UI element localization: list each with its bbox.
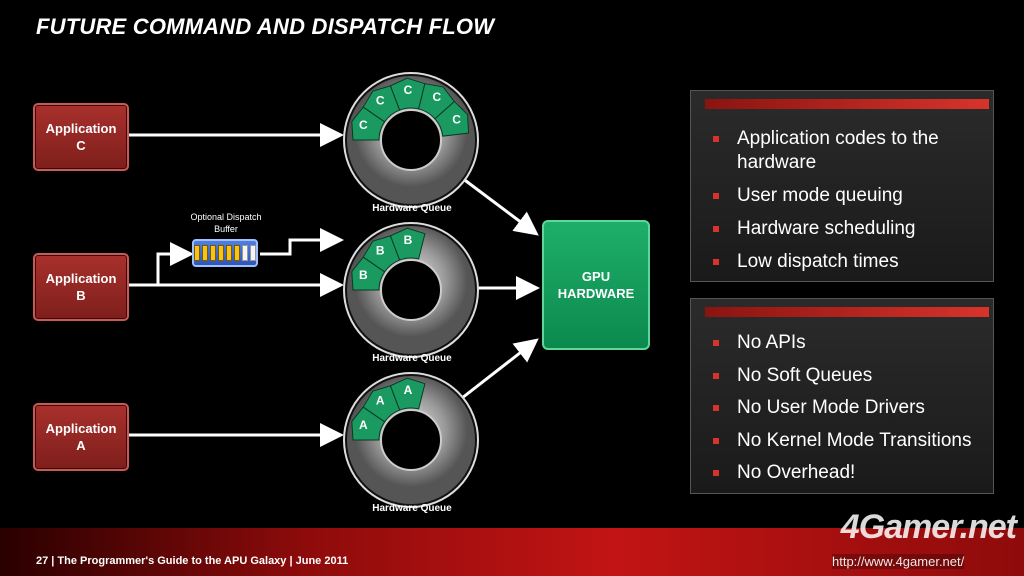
queue-segment (389, 77, 426, 111)
benefits-panel: Application codes to the hardware User m… (690, 90, 994, 282)
benefit-item: Low dispatch times (709, 250, 993, 274)
queue-b-label: Hardware Queue (372, 353, 452, 364)
queue-segment-letter: A (404, 383, 413, 397)
queue-segment (351, 406, 386, 441)
queue-segment-letter: C (452, 112, 461, 126)
buffer-cell (210, 245, 216, 261)
buffer-cell (234, 245, 240, 261)
gpu-label-2: HARDWARE (557, 286, 635, 301)
removal-item: No Kernel Mode Transitions (709, 429, 993, 453)
footer-text: 27 | The Programmer's Guide to the APU G… (36, 555, 349, 567)
queue-segment (389, 377, 426, 411)
benefit-item: User mode queuing (709, 184, 993, 208)
queue-segment-letter: C (433, 90, 442, 104)
optional-dispatch-buffer (192, 239, 258, 267)
benefit-item: Application codes to the hardware (709, 127, 993, 175)
queue-b-ring: BBB (343, 222, 479, 358)
application-a-label-1: Application (45, 421, 117, 436)
watermark-url: http://www.4gamer.net/ (832, 554, 965, 569)
arrow-queue-a-gpu (461, 338, 539, 400)
buffer-cell (194, 245, 200, 261)
queue-segment (362, 85, 401, 123)
queue-segment-letter: A (359, 418, 368, 432)
buffer-cell (226, 245, 232, 261)
queue-segment-letter: B (376, 244, 385, 258)
application-a-box: Application A (33, 403, 129, 471)
application-b-label-2: B (76, 288, 86, 303)
queue-segment (362, 235, 401, 273)
watermark-brand: 4Gamer.net (840, 508, 1017, 546)
gpu-label-1: GPU (581, 269, 611, 284)
queue-a-ring: AAA (343, 372, 479, 508)
queue-segment-letter: C (376, 94, 385, 108)
buffer-cell (202, 245, 208, 261)
arrow-buffer-queue (260, 228, 344, 256)
application-b-box: Application B (33, 253, 129, 321)
panel-accent-bar (705, 307, 989, 317)
queue-c-label: Hardware Queue (372, 203, 452, 214)
queue-segment-letter: A (376, 394, 385, 408)
queue-segment (418, 83, 456, 120)
removal-item: No Soft Queues (709, 364, 993, 388)
benefit-item: Hardware scheduling (709, 217, 993, 241)
queue-segment-letter: B (404, 233, 413, 247)
removals-panel: No APIs No Soft Queues No User Mode Driv… (690, 298, 994, 494)
queue-segment (351, 256, 386, 291)
queue-segment-letter: C (404, 83, 413, 97)
queue-segment (434, 100, 470, 137)
application-a-label-2: A (76, 438, 86, 453)
queue-segment (351, 106, 386, 141)
buffer-cell (218, 245, 224, 261)
buffer-cell-empty (250, 245, 256, 261)
queue-segment-letter: C (359, 118, 368, 132)
buffer-cell-empty (242, 245, 248, 261)
removal-item: No Overhead! (709, 461, 993, 485)
arrow-app-b-buffer (156, 242, 194, 285)
application-c-label-2: C (76, 138, 86, 153)
queue-segment (389, 227, 426, 261)
optional-buffer-label: Optional Dispatch Buffer (190, 212, 262, 234)
slide-title: FUTURE COMMAND AND DISPATCH FLOW (36, 14, 495, 39)
application-c-label-1: Application (45, 121, 117, 136)
footer-band (0, 528, 1024, 576)
removal-item: No User Mode Drivers (709, 396, 993, 420)
panel-accent-bar (705, 99, 989, 109)
gpu-hardware-box: GPU HARDWARE (542, 220, 650, 350)
removal-item: No APIs (709, 331, 993, 355)
queue-segment (362, 385, 401, 423)
application-c-box: Application C (33, 103, 129, 171)
application-b-label-1: Application (45, 271, 117, 286)
queue-a-label: Hardware Queue (372, 503, 452, 514)
queue-segment-letter: B (359, 268, 368, 282)
arrow-queue-c-gpu (461, 176, 539, 236)
